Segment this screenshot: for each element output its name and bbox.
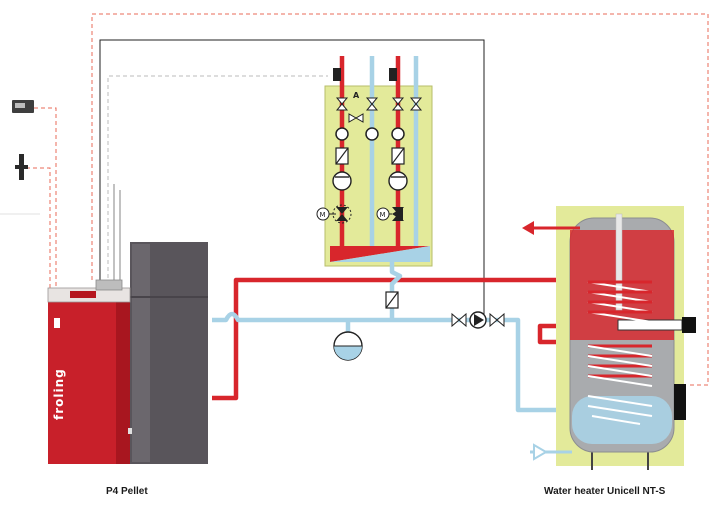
control-line-tank-sensor (91, 13, 709, 386)
tank-sensor-icon (674, 384, 686, 420)
outdoor-sensor-icon (15, 154, 28, 180)
boiler-control-panel-icon (70, 291, 96, 298)
tank-anode (615, 213, 623, 311)
thermometer-icon (335, 127, 405, 141)
boiler-brand-logo: froling (52, 368, 66, 420)
main-pipes (212, 262, 571, 413)
ball-valve-icon (451, 312, 505, 328)
boiler-flue-collar (95, 279, 123, 291)
boiler-body-side (116, 300, 130, 464)
boiler-brand-mark (54, 318, 60, 328)
control-line-outdoor-sensor (26, 167, 51, 290)
water-heater-caption: Water heater Unicell NT-S (544, 486, 666, 497)
boiler-hopper-edge (130, 296, 208, 298)
flow-arrow-icon (533, 443, 548, 461)
check-valve-icon (385, 291, 399, 309)
expansion-vessel-icon (333, 331, 363, 361)
room-sensor-icon (12, 100, 34, 113)
upper-heat-exchanger-coil (587, 280, 653, 323)
motor-label: M (320, 211, 326, 219)
pump-icon (332, 171, 408, 191)
bypass-valve-icon (348, 113, 364, 123)
flow-sensor-icon (389, 68, 397, 81)
supply-main-pipe (212, 277, 568, 401)
valve-label: A (353, 91, 360, 100)
return-main-pipe (212, 311, 570, 413)
lower-heat-exchanger-coil (587, 344, 653, 425)
ball-valve-icon (335, 97, 423, 111)
manifold-return (330, 246, 430, 262)
tank-middle-supply-pipe (537, 323, 570, 345)
flow-sensor-icon (333, 68, 341, 81)
electric-heater-head (682, 317, 696, 333)
check-valve-icon (335, 147, 405, 165)
pump-icon (469, 311, 487, 329)
module-return-link (389, 262, 403, 300)
control-wiring (26, 13, 709, 386)
boiler-hopper-shade (132, 244, 150, 462)
flow-arrow-icon (522, 221, 534, 235)
motor-icon (316, 207, 392, 221)
boiler-caption: P4 Pellet (106, 486, 148, 497)
boiler-foot (128, 428, 132, 434)
control-line-room-sensor (34, 107, 57, 290)
motor-label: M (380, 211, 386, 219)
flue-line (99, 39, 485, 318)
